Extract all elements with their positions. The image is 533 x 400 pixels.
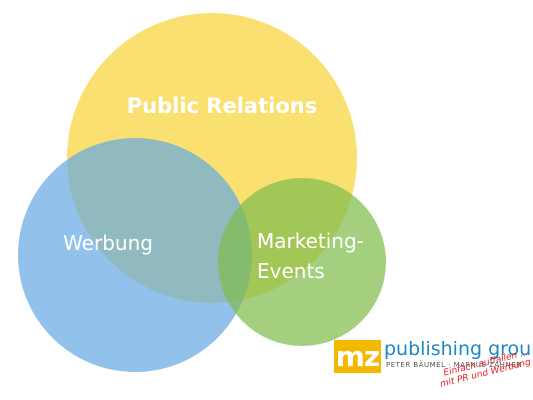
werbung-label: Werbung <box>63 231 153 255</box>
public-relations-label: Public Relations <box>127 94 317 118</box>
logo-company-name: publishing group <box>384 338 533 360</box>
logo-mark-text: mz <box>335 339 380 373</box>
marketing-events-label: Marketing- Events <box>257 229 370 283</box>
logo-owner-names: PETER BÄUMEL · MARKUS ZAHNER <box>386 361 522 369</box>
werbung-circle <box>18 138 252 372</box>
mz-logo-mark: mz <box>334 340 381 373</box>
marketing-events-circle <box>218 178 386 346</box>
